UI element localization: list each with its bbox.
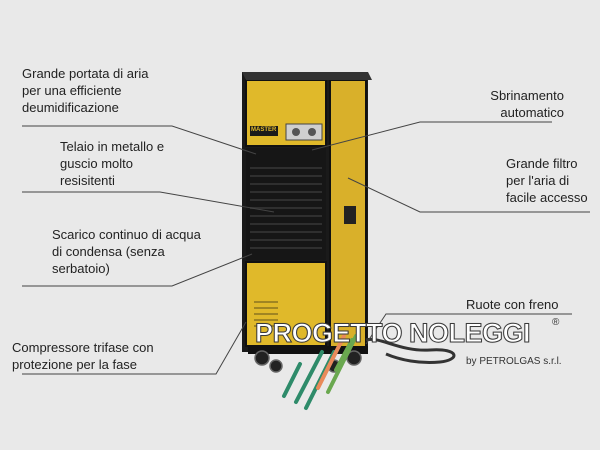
label-line: protezione per la fase [12,357,138,372]
base-frame [248,346,368,354]
top-lid [242,72,372,80]
grille-slats [250,167,322,249]
front-grille [246,148,326,260]
label-frame: Telaio in metallo e guscio molto resisit… [60,138,164,189]
label-line: guscio molto [60,156,133,171]
registered-mark: ® [552,317,560,328]
filter-latch [344,206,356,224]
logo-subtitle: by PETROLGAS s.r.l. [466,356,562,367]
label-line: Sbrinamento [490,88,564,103]
label-line: facile accesso [506,190,588,205]
control-panel [285,123,323,141]
label-line: Telaio in metallo e [60,139,165,154]
label-line: deumidificazione [22,100,119,115]
label-line: Compressore trifase con [12,340,154,355]
bottom-vents [254,301,278,327]
label-line: di condensa (senza [52,244,165,259]
brand-badge-plate [250,126,278,136]
label-filter: Grande filtro per l'aria di facile acces… [506,155,588,206]
label-line: serbatoio) [52,261,110,276]
control-dial [308,128,316,136]
brand-badge: MASTER [251,127,277,133]
label-line: per una efficiente [22,83,122,98]
label-line: Grande portata di aria [22,66,149,81]
label-line: automatico [500,105,564,120]
label-line: per l'aria di [506,173,570,188]
drain-hose [365,337,456,364]
label-line: resisitenti [60,173,115,188]
label-wheels: Ruote con freno [466,296,559,313]
label-line: Ruote con freno [466,297,559,312]
label-defrost: Sbrinamento automatico [490,87,564,121]
logo-wordmark: PROGETTO NOLEGGI [254,318,531,349]
label-line: Scarico continuo di acqua [52,227,201,242]
leader-lines [22,121,590,375]
label-airflow: Grande portata di aria per una efficient… [22,65,148,116]
label-drain: Scarico continuo di acqua di condensa (s… [52,226,201,277]
control-dial [292,128,300,136]
label-line: Grande filtro [506,156,578,171]
label-compressor: Compressore trifase con protezione per l… [12,339,154,373]
logo-stripes [282,334,358,410]
